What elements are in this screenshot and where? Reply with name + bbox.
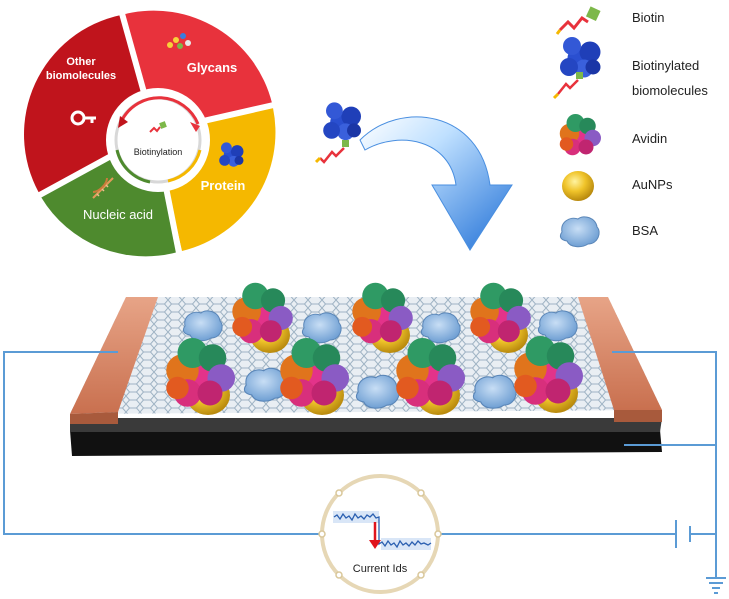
current-meter: Current Ids (318, 474, 442, 594)
wheel-center (106, 88, 210, 192)
avidin-aunp (232, 282, 293, 353)
avidin-aunp (166, 338, 235, 415)
legend-biotin-icon (555, 6, 601, 35)
glycan-molecule-icon (167, 33, 191, 49)
legend-biotinylated-label-2: biomolecules (632, 83, 708, 98)
drain-electrode (578, 297, 662, 422)
legend-aunps-label: AuNPs (632, 177, 673, 192)
legend-biotinylated-icon (552, 37, 601, 100)
legend (552, 6, 601, 248)
current-signal-trace (333, 511, 432, 550)
label-protein: Protein (201, 178, 246, 193)
source-electrode (70, 297, 158, 424)
legend-aunp-icon (562, 171, 594, 201)
legend-bsa-icon (559, 216, 600, 248)
label-glycans: Glycans (187, 60, 238, 75)
circuit-wires (3, 351, 717, 578)
label-nucleic-acid: Nucleic acid (83, 207, 153, 222)
legend-bsa-label: BSA (632, 223, 659, 238)
current-drop-arrow (369, 522, 381, 549)
graphene-device (70, 282, 662, 456)
avidin-aunp (514, 336, 583, 413)
biotinylated-molecule-icon (314, 102, 361, 164)
voltage-source (675, 520, 691, 548)
ground-icon (706, 577, 726, 594)
avidin-aunp (470, 282, 531, 353)
wheel-center-label: Biotinylation (134, 147, 183, 157)
legend-biotin-label: Biotin (632, 10, 665, 25)
avidin-aunp (396, 338, 465, 415)
curved-arrow (359, 116, 513, 251)
key-icon (70, 110, 96, 126)
legend-avidin-label: Avidin (632, 131, 668, 146)
avidin-aunp (280, 338, 349, 415)
legend-biotinylated-label-1: Biotinylated (632, 58, 700, 73)
dna-icon (92, 177, 114, 199)
biotin-icon (149, 121, 167, 133)
meter-label: Current Ids (353, 563, 408, 575)
avidin-aunp (352, 282, 413, 353)
legend-avidin-icon (559, 114, 601, 156)
